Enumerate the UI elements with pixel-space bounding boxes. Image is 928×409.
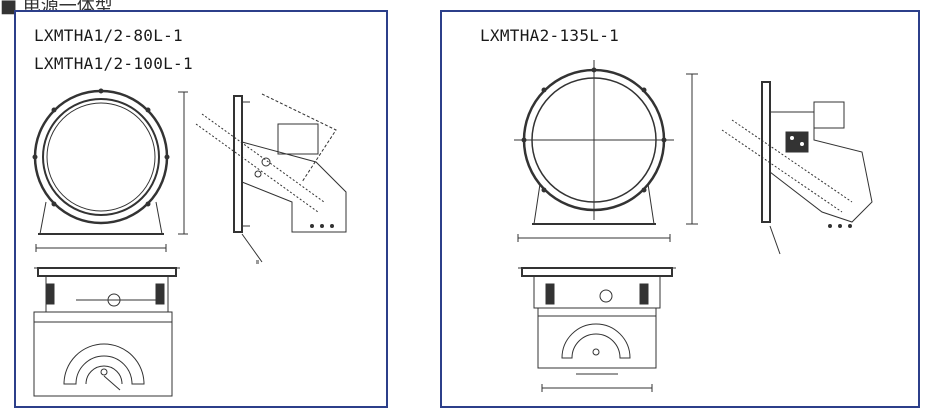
- bottom-view-lamp-large: [518, 267, 676, 392]
- model-label-1: LXMTHA1/2-80L-1: [34, 26, 183, 45]
- model-label-3: LXMTHA2-135L-1: [480, 26, 620, 45]
- drawing-panel-left: LXMTHA1/2-80L-1 LXMTHA1/2-100L-1: [14, 10, 388, 408]
- drawing-panel-right: LXMTHA2-135L-1: [440, 10, 920, 408]
- technical-drawing-right: [514, 60, 873, 392]
- annotation-left-side: Ⅲ: [256, 260, 259, 266]
- side-view-lamp-large: [721, 81, 873, 255]
- technical-drawing-left: Ⅲ: [32, 88, 347, 397]
- bottom-view-lamp: [33, 267, 180, 397]
- model-label-2: LXMTHA1/2-100L-1: [34, 54, 193, 73]
- front-view-lamp-large: [514, 60, 698, 242]
- front-view-lamp: [32, 88, 188, 252]
- side-view-lamp: [195, 93, 347, 263]
